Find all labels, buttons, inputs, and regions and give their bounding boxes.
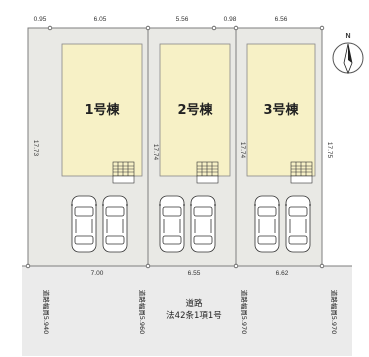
road-width-1: 道路幅員5.960 [138,290,147,335]
frontage-3: 6.62 [276,270,289,277]
north-arrow-icon: N [332,33,364,75]
entrance-steps-2 [196,161,219,184]
north-label: N [345,33,350,40]
parked-car-2 [102,195,128,253]
top-width-1: 6.05 [94,16,107,23]
parking-cars [71,195,311,253]
depth-1: 17.74 [152,144,159,161]
road-area [22,266,352,356]
parked-car-4 [190,195,216,253]
road-width-0: 道路幅員5.940 [42,290,51,335]
road-designation: 法42条1項1号 [166,310,222,321]
site-boundary [27,27,323,266]
depth-3: 17.75 [326,142,333,159]
building-3 [246,43,316,177]
building-2-label: 2号棟 [177,102,213,118]
depth-0: 17.73 [32,140,39,157]
frontage-1: 7.00 [91,270,104,277]
parked-car-6 [285,195,311,253]
entrance-steps-1 [112,161,135,184]
top-width-3: 0.98 [224,16,237,23]
parked-car-3 [159,195,185,253]
road-width-3: 道路幅員5.970 [330,290,339,335]
building-2 [159,43,231,177]
depth-2: 17.74 [239,142,246,159]
top-width-2: 5.56 [176,16,189,23]
building-1 [61,43,143,177]
parked-car-5 [254,195,280,253]
top-width-0: 0.95 [34,16,47,23]
entrance-steps-3 [290,161,313,184]
frontage-2: 6.55 [188,270,201,277]
road-width-2: 道路幅員5.970 [240,290,249,335]
building-3-label: 3号棟 [263,102,299,118]
road-name: 道路 [185,298,203,309]
survey-markers [25,25,325,269]
building-1-label: 1号棟 [84,102,120,118]
top-width-4: 6.56 [275,16,288,23]
parked-car-1 [71,195,97,253]
